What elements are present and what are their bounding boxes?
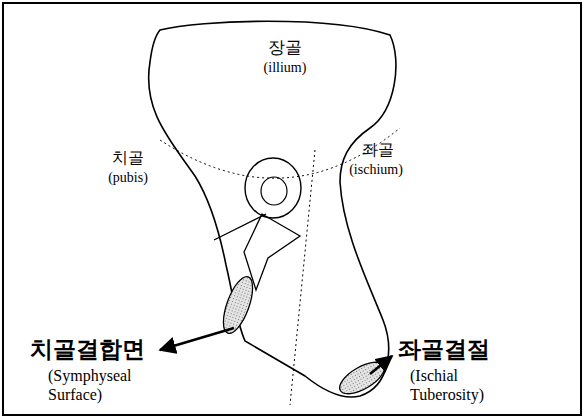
part-name: 치골	[112, 148, 144, 167]
pubic-ramus-line	[214, 214, 266, 240]
frame	[3, 3, 581, 415]
callout-label: 치골결합면	[30, 336, 145, 364]
part-name: 장골	[268, 38, 302, 58]
part-name: (ischium)	[349, 162, 403, 179]
part-name: (Ischial Tuberosity)	[410, 366, 514, 404]
hip-bone-outline	[149, 21, 396, 397]
callout-label: 좌골결절	[398, 336, 490, 364]
part-name: (illium)	[264, 60, 307, 77]
tuberosity-area	[335, 356, 389, 400]
leader-arrow	[370, 356, 392, 374]
boundary-dotted	[290, 150, 315, 405]
acetabulum-fossa	[261, 177, 287, 205]
part-name: 좌골	[362, 140, 394, 159]
part-name: (Symphyseal Surface)	[48, 366, 152, 404]
obturator-foramen	[244, 214, 300, 290]
part-name: (pubis)	[108, 170, 148, 187]
symphyseal-area	[217, 273, 258, 337]
leader-arrow	[160, 328, 234, 350]
acetabulum	[245, 158, 301, 218]
